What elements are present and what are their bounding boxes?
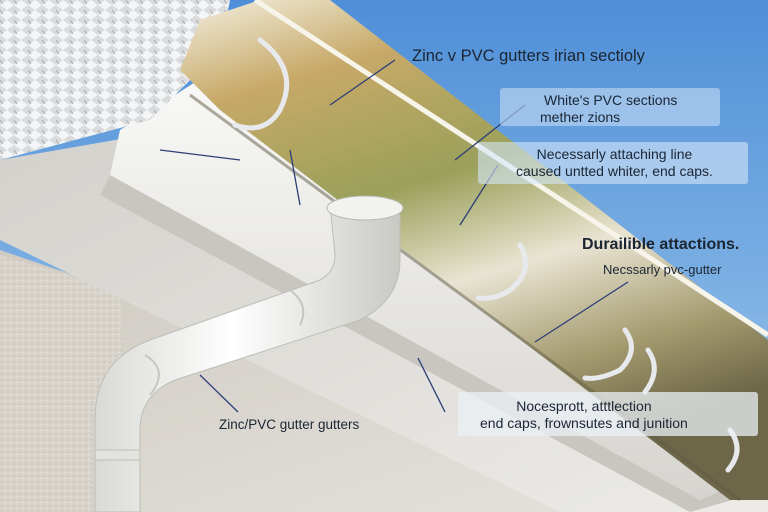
fascia-shadow <box>100 175 768 512</box>
annotation-attaching-line-1: Necessarly attaching line <box>536 146 693 162</box>
label-band-white-pvc <box>500 88 720 126</box>
annotation-durable-heading: Durailible attactions. <box>582 236 740 253</box>
annotation-attaching: Necessarly attaching line caused untted … <box>516 146 713 180</box>
gutter-brackets <box>232 37 740 473</box>
annotation-downpipe: Zinc/PVC gutter gutters <box>219 417 360 432</box>
annotation-pvc-gutter: Necssarly pvc-gutter <box>603 262 722 277</box>
annotation-white-pvc-line-1: White's PVC sections <box>544 92 678 108</box>
roof-insulation <box>0 0 230 160</box>
annotation-end-caps: Nocesprott, atttlection end caps, frowns… <box>480 398 688 432</box>
zinc-gutter <box>180 0 768 500</box>
label-band-end-caps <box>458 392 758 436</box>
annotation-end-caps-line-1: Nocesprott, atttlection <box>516 398 652 414</box>
annotation-end-caps-line-2: end caps, frownsutes and junition <box>480 414 688 431</box>
annotation-title: Zinc v PVC gutters irian sectioly <box>412 47 645 65</box>
label-band-attaching <box>478 142 748 184</box>
annotation-white-pvc: White's PVC sections mether zions <box>520 92 677 126</box>
annotation-attaching-line-2: caused untted whiter, end caps. <box>516 162 713 179</box>
annotation-white-pvc-line-2: mether zions <box>540 108 621 125</box>
pvc-downpipe <box>94 195 404 512</box>
